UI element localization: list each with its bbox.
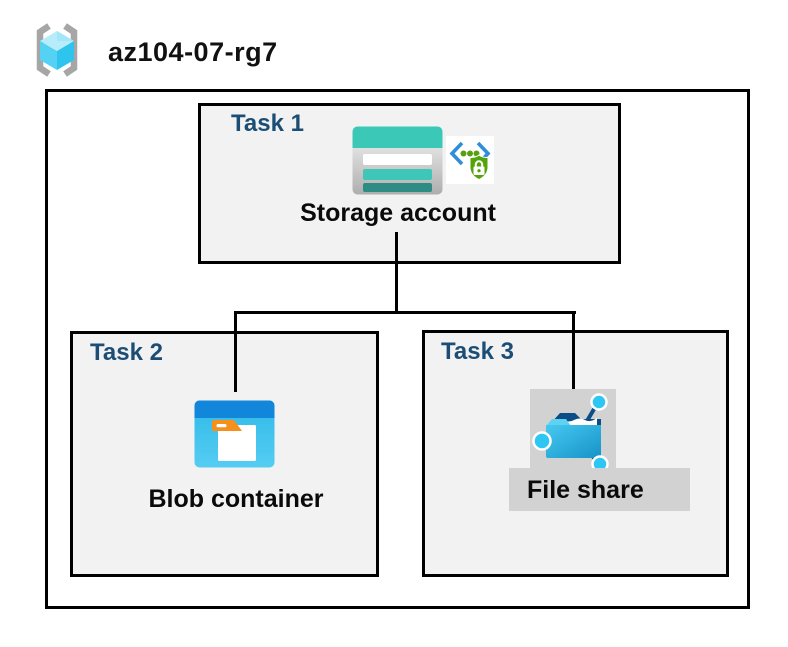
resource-group-name: az104-07-rg7 bbox=[108, 37, 278, 67]
file-share-label: File share bbox=[527, 476, 644, 504]
blob-container-label: Blob container bbox=[148, 485, 324, 513]
file-share-label-highlight bbox=[509, 468, 690, 511]
resource-group-icon bbox=[36, 23, 78, 77]
storage-account-icon bbox=[352, 126, 443, 195]
connector-branch-horizontal bbox=[234, 311, 576, 314]
connector-branch-to-fileshare bbox=[572, 311, 575, 390]
storage-account-label: Storage account bbox=[300, 199, 496, 227]
secured-endpoint-icon bbox=[446, 136, 494, 184]
blob-container-icon bbox=[194, 400, 275, 468]
task-3-label: Task 3 bbox=[441, 338, 514, 365]
connector-branch-to-blob bbox=[234, 311, 237, 392]
connector-storage-trunk bbox=[395, 232, 398, 312]
task-1-label: Task 1 bbox=[231, 110, 304, 137]
task-2-label: Task 2 bbox=[90, 339, 163, 366]
file-share-icon bbox=[532, 393, 609, 470]
